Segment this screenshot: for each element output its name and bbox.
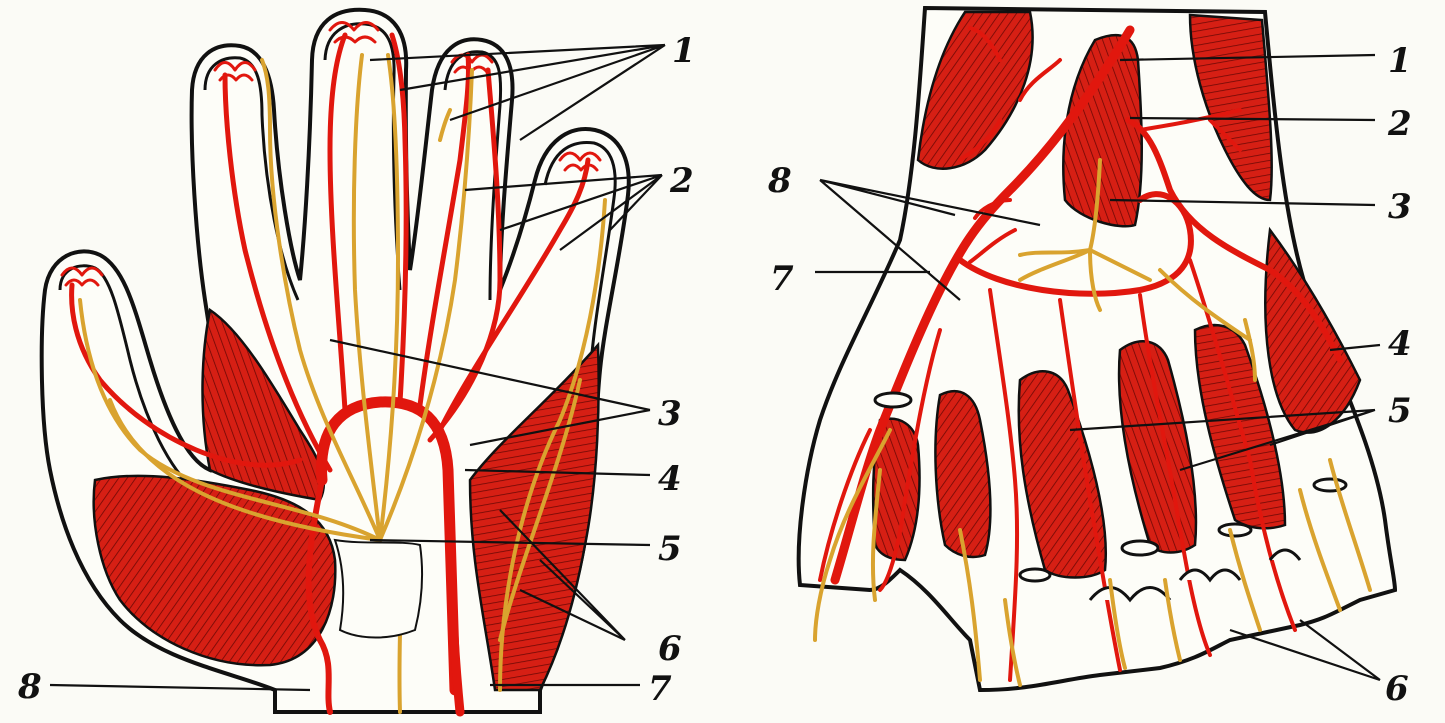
digital-arteries (69, 32, 591, 473)
superficial-palmar-arch (316, 396, 461, 696)
forearm-muscle-left (916, 10, 1034, 170)
dorsal-branch-right (1125, 117, 1343, 363)
palmar-hand: 1 2 3 4 5 6 7 8 (17, 7, 696, 717)
forearm-muscle-center (1062, 33, 1143, 228)
dorsal-labels: 1 2 3 4 5 6 7 8 (767, 41, 1412, 709)
palmar-labels: 1 2 3 4 5 6 7 8 (17, 31, 696, 709)
dorsal-label-6: 6 (1385, 669, 1409, 709)
dorsal-label-5: 5 (1388, 391, 1412, 431)
palmar-label-7: 7 (648, 669, 672, 709)
flexor-retinaculum-window (333, 538, 424, 639)
metacarpal-arteries (818, 26, 1297, 682)
dorsal-hand: 1 2 3 4 5 6 7 8 (767, 5, 1412, 709)
dorsal-label-2: 2 (1387, 104, 1412, 144)
palmar-label-1: 1 (672, 31, 696, 71)
palmar-label-5: 5 (658, 529, 682, 569)
dorsal-nerves (813, 158, 1372, 687)
ulnar-artery (443, 465, 465, 717)
palmar-nerves (78, 53, 607, 714)
palmar-label-2: 2 (669, 161, 694, 201)
palmar-label-4: 4 (658, 459, 682, 499)
dorsal-label-8: 8 (767, 161, 792, 201)
radial-artery-branch (305, 477, 333, 715)
palmar-label-3: 3 (658, 394, 682, 434)
radial-artery (830, 25, 1135, 585)
forearm-muscle-right (1188, 13, 1273, 202)
palmar-label-6: 6 (658, 629, 682, 669)
dorsal-leader-lines (815, 53, 1381, 682)
dorsal-label-1: 1 (1388, 41, 1412, 81)
dorsal-label-4: 4 (1388, 324, 1412, 364)
dorsal-label-7: 7 (770, 259, 794, 299)
palmar-label-8: 8 (17, 667, 42, 707)
dorsal-label-3: 3 (1388, 187, 1412, 227)
palmar-leader-lines (49, 43, 666, 692)
ulnar-side-muscle (1264, 226, 1362, 434)
